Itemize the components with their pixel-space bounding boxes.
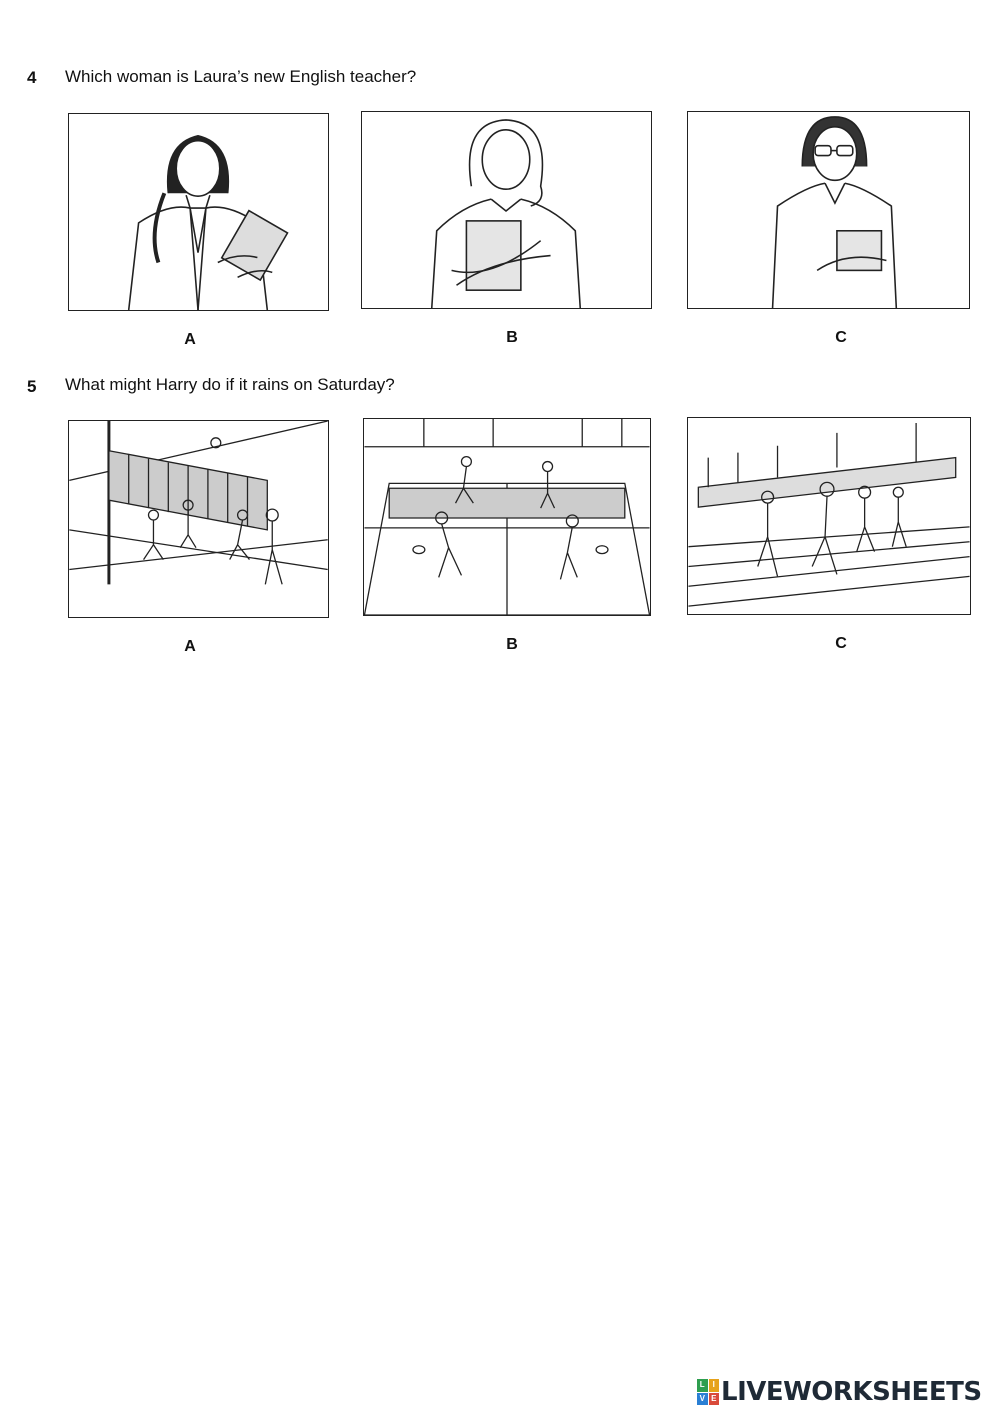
question-5-option-b-label: B <box>506 636 518 653</box>
question-5-number: 5 <box>27 377 37 396</box>
question-5-option-c-label: C <box>835 635 847 652</box>
woman-holding-books-illustration <box>430 119 582 308</box>
question-5-text: What might Harry do if it rains on Satur… <box>65 375 395 394</box>
question-4-option-b-label: B <box>506 329 518 346</box>
woman-with-glasses-illustration <box>771 116 898 308</box>
question-4-option-b-picture[interactable] <box>361 111 652 309</box>
badminton-scene-illustration <box>364 419 650 615</box>
question-4-number: 4 <box>27 68 37 87</box>
question-4-option-c-picture[interactable] <box>687 111 970 309</box>
question-5-option-b-picture[interactable] <box>363 418 651 616</box>
liveworksheets-wordmark: LIVEWORKSHEETS <box>721 1377 982 1407</box>
running-track-scene-illustration <box>688 422 970 607</box>
question-4-option-a-picture[interactable] <box>68 113 329 311</box>
liveworksheets-logo-icon: L I V E <box>697 1379 719 1405</box>
question-5-option-c-picture[interactable] <box>687 417 971 615</box>
question-5-option-a-picture[interactable] <box>68 420 329 618</box>
question-4-option-c-label: C <box>835 329 847 346</box>
question-4-option-a-label: A <box>184 331 196 348</box>
question-5-option-a-label: A <box>184 638 196 655</box>
woman-with-tablet-illustration <box>127 134 289 310</box>
question-4-text: Which woman is Laura’s new English teach… <box>65 67 417 86</box>
liveworksheets-brand: L I V E LIVEWORKSHEETS <box>697 1376 982 1408</box>
volleyball-scene-illustration <box>69 421 328 585</box>
